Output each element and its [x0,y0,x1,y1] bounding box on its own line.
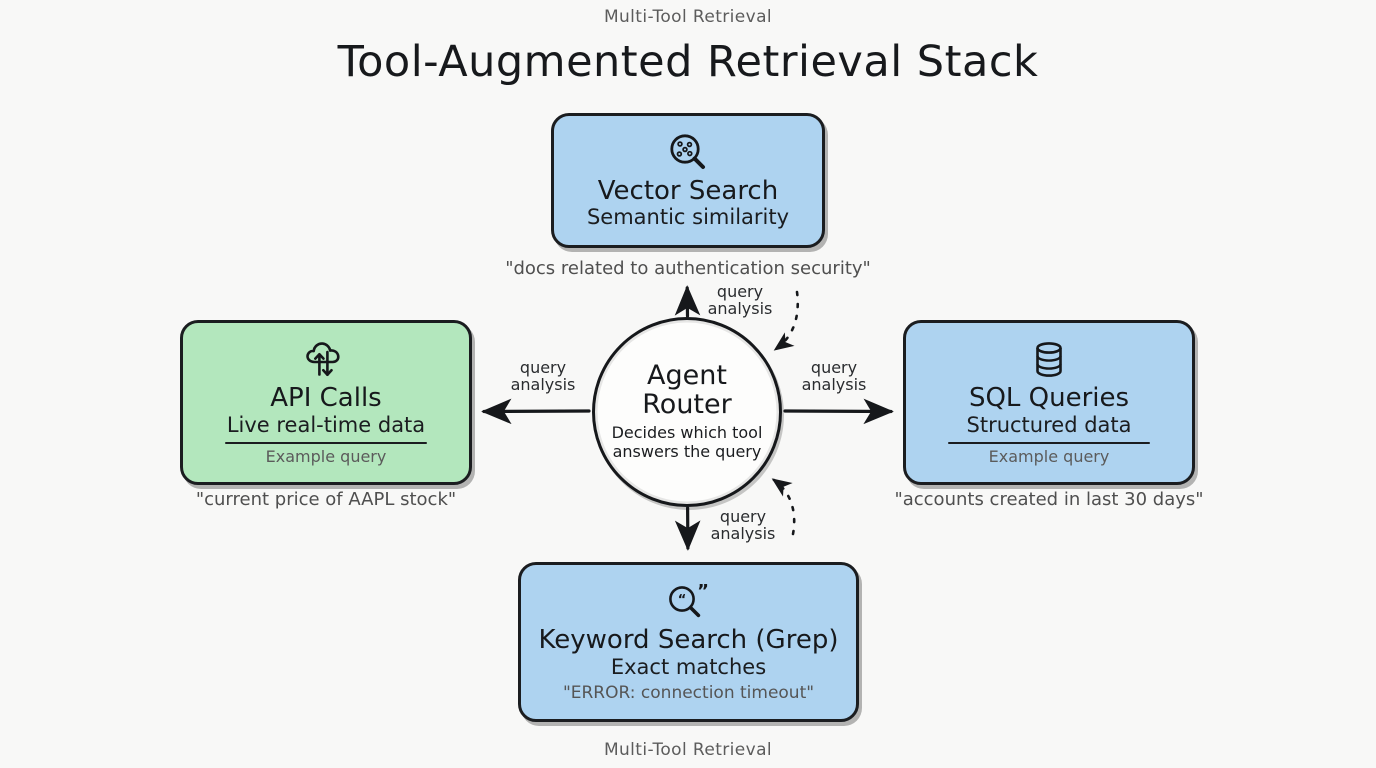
node-api-calls[interactable]: API Calls Live real-time data Example qu… [180,320,472,485]
caption-top: Multi-Tool Retrieval [603,7,773,27]
agent-router-subtitle-line1: Decides which tool [611,423,763,443]
cloud-sync-icon [301,337,351,383]
svg-text:”: ” [697,581,709,602]
arrow-label-right-line1: query [810,358,858,377]
node-vector-search-subtitle: Semantic similarity [586,205,790,230]
node-api-calls-divider [224,441,428,444]
arrow-router-to-api [481,398,591,425]
node-api-calls-title: API Calls [270,383,382,414]
arrow-label-down-line1: query [719,507,767,526]
arrow-label-down-line2: analysis [710,524,776,544]
node-sql-queries-title: SQL Queries [968,383,1130,414]
node-sql-queries-divider [947,441,1151,444]
example-query-vector-search: "docs related to authentication security… [505,258,871,279]
arrow-label-left: query analysis [500,359,586,394]
node-sql-queries-example-label: Example query [988,446,1110,466]
arrow-label-right-line2: analysis [801,375,867,395]
magnifier-quotes-icon: “ ” [665,579,713,625]
node-keyword-search-subtitle: Exact matches [610,654,767,679]
node-vector-search-title: Vector Search [597,175,779,206]
node-sql-queries-subtitle: Structured data [966,412,1132,437]
agent-router-title-line2: Router [642,388,732,420]
arrow-label-down: query analysis [703,508,783,543]
agent-router-node[interactable]: Agent Router Decides which tool answers … [592,317,782,507]
caption-bottom: Multi-Tool Retrieval [603,740,773,760]
node-vector-search[interactable]: Vector Search Semantic similarity [551,113,825,248]
svg-text:“: “ [677,593,686,608]
node-api-calls-subtitle: Live real-time data [226,412,426,437]
arrow-label-right: query analysis [791,359,877,394]
page-title: Tool-Augmented Retrieval Stack [337,37,1039,87]
agent-router-title: Agent Router [642,360,732,420]
example-query-keyword-search: "ERROR: connection timeout" [562,682,815,703]
node-api-calls-example-label: Example query [265,446,387,466]
agent-router-subtitle: Decides which tool answers the query [611,423,763,462]
arrow-label-left-line1: query [519,358,567,377]
agent-router-title-line1: Agent [647,360,727,392]
example-query-api-calls: "current price of AAPL stock" [195,489,457,510]
node-keyword-search[interactable]: “ ” Keyword Search (Grep) Exact matches … [518,562,859,722]
example-query-sql-queries: "accounts created in last 30 days" [894,489,1204,510]
database-icon [1027,337,1071,383]
magnifier-dots-icon [666,130,710,176]
node-sql-queries[interactable]: SQL Queries Structured data Example quer… [903,320,1195,485]
agent-router-subtitle-line2: answers the query [612,442,762,462]
arrow-label-left-line2: analysis [510,375,576,395]
arrow-label-up-line2: analysis [707,299,773,319]
node-keyword-search-title: Keyword Search (Grep) [538,625,839,656]
arrow-label-up-line1: query [716,282,764,301]
arrow-label-up: query analysis [700,283,780,318]
arrow-router-to-sql [783,398,894,425]
